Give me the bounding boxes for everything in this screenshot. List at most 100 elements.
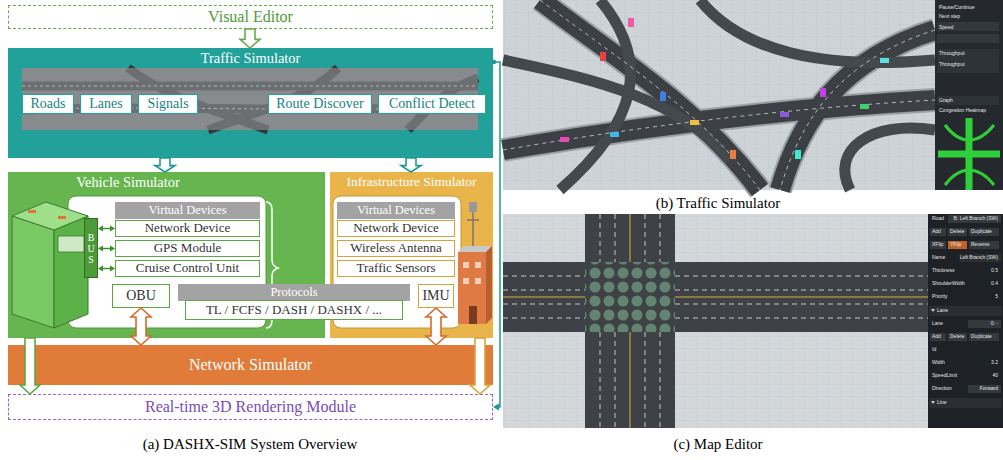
connector-arrow (20, 338, 40, 394)
module-box: Signals (138, 94, 198, 114)
box-label: Network Simulator (189, 356, 312, 374)
ui-label: Lane (932, 321, 943, 327)
connector-arrow (98, 246, 115, 252)
group-header: Virtual Devices (337, 202, 455, 219)
ui-label: 5 (995, 294, 998, 300)
figure-caption: (a) DASHX-SIM System Overview (143, 436, 358, 453)
ui-label: Name (932, 255, 945, 261)
ui-label: Graph (939, 98, 953, 104)
band-heading: Infrastructure Simulator (330, 172, 493, 190)
ui-label: B: Left Branch (SW) (954, 216, 998, 222)
ui-label: ShoulderWidth (932, 281, 965, 287)
ui-label: 40 (992, 373, 998, 379)
module-box: Roads (22, 94, 74, 114)
connector-arrow (401, 158, 421, 172)
figure-caption: (b) Traffic Simulator (656, 195, 781, 212)
ui-label: Pause/Continue (939, 5, 975, 11)
protocol-box: TL / FCFS / DASH / DASHX / ... (185, 300, 403, 320)
ui-label: Forward (980, 386, 998, 392)
box-label: Virtual Devices (148, 204, 226, 218)
ui-label: Road (932, 216, 944, 222)
connector-arrow (98, 266, 115, 272)
ui-label: 0: - (991, 321, 998, 327)
bus-bar: BUS (84, 218, 98, 278)
box-label: Visual Editor (208, 8, 293, 26)
simulator-band: Traffic SimulatorRoads Lanes Signals Route … (8, 48, 493, 158)
group-header: Virtual Devices (115, 202, 260, 219)
ui-label: Direction (932, 386, 952, 392)
box-label: Network Device (145, 221, 231, 235)
ui-label: Thickness (932, 268, 955, 274)
ui-label: Delete (950, 334, 964, 340)
connector-arrow (492, 60, 500, 411)
device-box: Network Device (337, 220, 455, 237)
traffic-screenshot (503, 0, 1003, 190)
ui-label: Congestion Heatmap (939, 108, 986, 114)
ui-label: YFlip (950, 242, 961, 248)
rendering-box: Real-time 3D Rendering Module (8, 394, 493, 420)
ui-label: Line (937, 400, 946, 406)
ui-label: Add (932, 334, 941, 340)
box-label: OBU (126, 288, 156, 303)
box-label: Route Discover (276, 96, 363, 111)
editor-box: Visual Editor (8, 5, 493, 29)
ui-label: Duplicate (971, 334, 992, 340)
box-label: Network Device (353, 221, 439, 235)
box-label: Cruise Control Unit (136, 261, 239, 275)
ui-label: Throughput (939, 51, 965, 57)
connector-arrow (426, 308, 446, 345)
device-box: GPS Module (115, 240, 260, 257)
module-box: Conflict Detect (378, 94, 486, 114)
ui-label: Left Branch (SW) (960, 255, 998, 261)
ui-label: 0.4 (991, 281, 998, 287)
group-header: Protocols (178, 284, 410, 301)
unit-box: OBU (112, 284, 170, 308)
module-box: Route Discover (268, 94, 372, 114)
map-editor-screenshot (503, 214, 1003, 428)
ui-label: Reverse (971, 242, 990, 248)
connector-arrow (98, 226, 115, 232)
box-label: Traffic Sensors (356, 261, 435, 275)
ui-label: 3.2 (991, 360, 998, 366)
module-box: Lanes (80, 94, 132, 114)
simulator-band: Network Simulator (8, 345, 493, 385)
ui-label: XFlip (932, 242, 943, 248)
connector-arrow (240, 29, 260, 48)
box-label: GPS Module (154, 241, 222, 255)
ui-label: Duplicate (971, 229, 992, 235)
box-label: IMU (422, 288, 449, 303)
connector-arrow (470, 338, 490, 394)
ui-label: 0.5 (991, 268, 998, 274)
ui-label: Priority (932, 294, 948, 300)
ui-label: SpeedLimit (932, 373, 957, 379)
band-heading: Traffic Simulator (8, 48, 493, 67)
device-box: Network Device (115, 220, 260, 237)
device-box: Cruise Control Unit (115, 260, 260, 277)
box-label: TL / FCFS / DASH / DASHX / ... (206, 303, 382, 317)
connector-arrow (131, 308, 151, 345)
box-label: Protocols (270, 286, 317, 300)
figure-caption: (c) Map Editor (673, 436, 762, 453)
ui-label: Lane (937, 308, 948, 314)
ui-label: Delete (950, 229, 964, 235)
box-label: Signals (147, 96, 188, 111)
ui-label: Id (932, 347, 936, 353)
box-label: Lanes (89, 96, 122, 111)
ui-label: Add (932, 229, 941, 235)
connector-arrow (155, 158, 175, 172)
box-label: Roads (31, 96, 66, 111)
ui-label: Throughput (939, 62, 965, 68)
device-box: Wireless Antenna (337, 240, 455, 257)
box-label: Real-time 3D Rendering Module (145, 398, 356, 416)
band-heading: Vehicle Simulator (8, 172, 248, 191)
device-box: Traffic Sensors (337, 260, 455, 277)
box-label: BUS (86, 232, 96, 265)
box-label: Wireless Antenna (350, 241, 442, 255)
ui-label: Next step (939, 14, 960, 20)
box-label: Conflict Detect (389, 96, 475, 111)
ui-label: Speed (939, 25, 953, 31)
ui-label: Width (932, 360, 945, 366)
box-label: Virtual Devices (357, 204, 435, 218)
unit-box: IMU (418, 284, 454, 308)
